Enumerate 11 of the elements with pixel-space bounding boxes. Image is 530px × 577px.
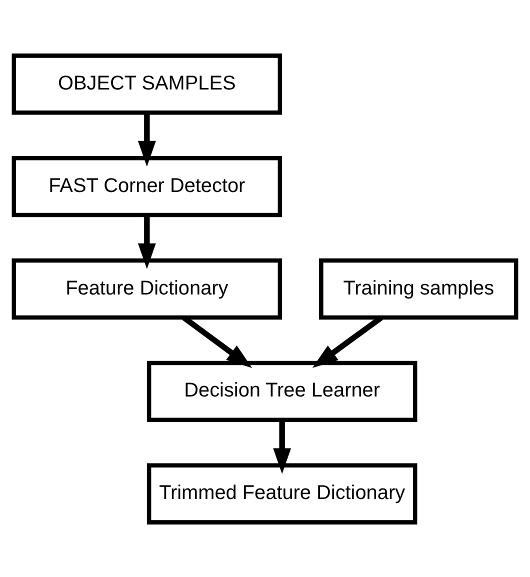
node-box: FAST Corner Detector <box>12 155 282 217</box>
arrow <box>138 214 156 269</box>
arrow <box>273 420 292 474</box>
node-box: Trimmed Feature Dictionary <box>146 462 418 524</box>
node-box: OBJECT SAMPLES <box>12 53 282 114</box>
arrow <box>182 314 252 368</box>
arrow <box>138 112 156 166</box>
node-box: Training samples <box>319 258 518 320</box>
node-box: Decision Tree Learner <box>146 360 418 422</box>
arrow <box>312 314 383 368</box>
node-box: Feature Dictionary <box>12 258 282 320</box>
